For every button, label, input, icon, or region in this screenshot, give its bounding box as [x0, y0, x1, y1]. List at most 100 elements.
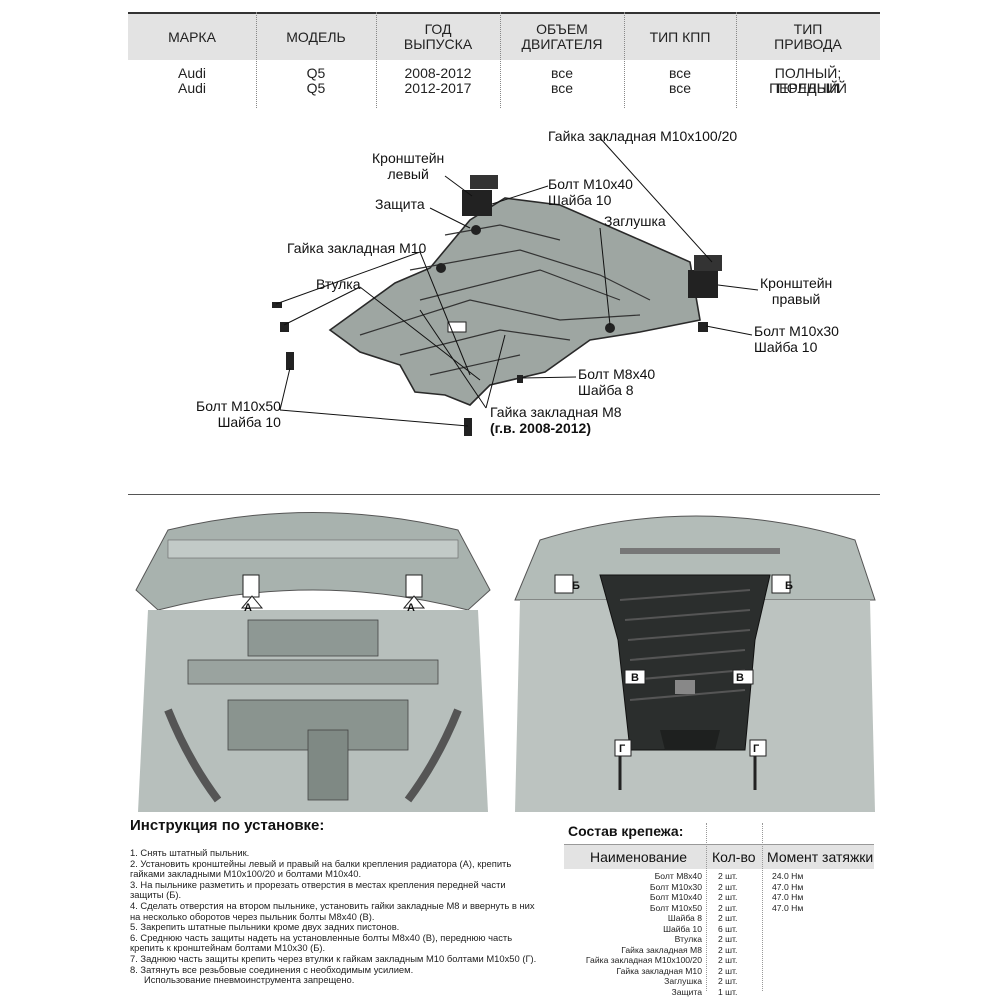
label-bolt-m10x50: Болт М10х50 Шайба 10	[196, 398, 281, 430]
fastener-qty: 2 шт.	[718, 944, 738, 955]
fastener-qty: 6 шт.	[718, 923, 738, 934]
row2-year: 2012-2017	[404, 80, 472, 96]
fastener-name: Гайка закладная М8	[621, 944, 702, 955]
fastener-parts-drawing	[272, 225, 708, 436]
row1-make: Audi	[177, 65, 207, 81]
fastener-torque: 24.0 Нм	[772, 871, 804, 881]
label-line: левый	[387, 166, 429, 182]
bracket-right-drawing	[688, 255, 722, 298]
header-engine: ОБЪЕМ ДВИГАТЕЛЯ	[521, 21, 603, 52]
fastener-name: Болт М10х40	[649, 892, 702, 902]
fastener-qty: 2 шт.	[718, 881, 738, 892]
instructions-list: 1. Снять штатный пыльник. 2. Установить …	[130, 847, 560, 986]
fasteners-header: Наименование Кол-во Момент затяжки	[564, 844, 874, 869]
label-bracket-right: Кронштейн правый	[760, 275, 832, 307]
instruction-line: 5. Закрепить штатные пыльники кроме двух…	[130, 921, 400, 933]
fastener-qty: 2 шт.	[718, 871, 738, 881]
label-bolt-m10x30: Болт М10х30 Шайба 10	[754, 323, 839, 355]
cell-drive: ПОЛНЫЙ; ПЕРЕДНИЙ ПОЛНЫЙ	[736, 66, 880, 96]
row1-gearbox: все	[668, 65, 692, 81]
row2-gearbox: все	[668, 80, 692, 96]
label-line: Шайба 10	[754, 339, 818, 355]
label-nut-m10: Гайка закладная М10	[287, 240, 427, 256]
photo-installation-guard	[510, 500, 880, 812]
fastener-torque: 47.0 Нм	[772, 892, 804, 902]
column-separator	[256, 12, 257, 108]
instruction-line: 4. Сделать отверстия на втором пыльнике,…	[130, 899, 535, 911]
label-bolt-m8x40: Болт М8х40 Шайба 8	[578, 366, 655, 398]
photo-installation-brackets	[128, 500, 498, 812]
fastener-name: Защита	[671, 986, 702, 997]
row2-model: Q5	[306, 80, 326, 96]
cell-engine: все все	[500, 66, 624, 96]
column-separator	[762, 823, 763, 991]
header-gearbox: ТИП КПП	[649, 28, 711, 45]
instruction-line: 8. Затянуть все резьбовые соединения с н…	[130, 963, 414, 975]
fastener-name: Втулка	[674, 934, 702, 944]
instruction-line: 1. Снять штатный пыльник.	[130, 847, 250, 858]
fastener-qty: 2 шт.	[718, 976, 738, 986]
label-line: Болт М10х50	[196, 398, 281, 414]
header-model: МОДЕЛЬ	[286, 28, 346, 45]
header-name: Наименование	[590, 849, 688, 865]
column-separator	[376, 12, 377, 108]
fastener-qty: 2 шт.	[718, 955, 738, 965]
instruction-line: крепить к кронштейнам болтами М10х30 (Б)…	[130, 942, 326, 954]
fastener-qty: 2 шт.	[718, 902, 738, 913]
instructions-title: Инструкция по установке:	[130, 817, 325, 834]
row2-engine: все	[550, 80, 574, 96]
marker-b-left: Б	[572, 580, 580, 592]
label-line: Болт М10х30	[754, 323, 839, 339]
fastener-torque: 47.0 Нм	[772, 902, 804, 913]
label-plug: Заглушка	[604, 213, 666, 229]
fastener-name: Гайка закладная М10х100/20	[585, 955, 702, 965]
fastener-name: Болт М8х40	[654, 871, 702, 881]
marker-v-right: В	[736, 672, 744, 684]
fastener-name: Шайба 10	[663, 923, 702, 934]
header-make: МАРКА	[168, 28, 216, 45]
marker-a-right: А	[407, 602, 415, 614]
fastener-qty: 2 шт.	[718, 934, 738, 944]
label-bushing: Втулка	[316, 276, 361, 292]
row2-make: Audi	[177, 80, 207, 96]
fastener-name: Болт М10х30	[649, 881, 702, 892]
spec-table-header: МАРКА МОДЕЛЬ ГОД ВЫПУСКА ОБЪЕМ ДВИГАТЕЛЯ…	[128, 12, 880, 60]
column-separator	[736, 12, 737, 108]
leader-lines	[275, 137, 759, 427]
column-separator	[706, 823, 707, 991]
marker-a-left: А	[244, 602, 252, 614]
marker-v-left: В	[631, 672, 639, 684]
fastener-name: Шайба 8	[667, 913, 702, 923]
header-torque: Момент затяжки	[767, 849, 874, 865]
label-nut-m10x100: Гайка закладная М10х100/20	[548, 128, 738, 144]
row1-engine: все	[550, 65, 574, 81]
row1-year: 2008-2012	[404, 65, 472, 81]
fasteners-names: Болт М8х40 Болт М10х30 Болт М10х40 Болт …	[564, 871, 702, 997]
header-year: ГОД ВЫПУСКА	[403, 21, 473, 52]
fasteners-title: Состав крепежа:	[568, 823, 684, 839]
fastener-qty: 2 шт.	[718, 892, 738, 902]
instruction-line: 7. Заднюю часть защиты крепить через вту…	[130, 952, 537, 964]
column-separator	[624, 12, 625, 108]
fastener-name: Заглушка	[664, 976, 702, 986]
label-line: Болт М8х40	[578, 366, 656, 382]
marker-b-right: Б	[785, 580, 793, 592]
marker-g-left: Г	[619, 743, 626, 755]
instruction-line: гайками закладными М10х100/20 и болтами …	[130, 868, 362, 880]
cell-gearbox: все все	[624, 66, 736, 96]
fastener-qty: 2 шт.	[718, 913, 738, 923]
fastener-qty: 2 шт.	[718, 965, 738, 976]
section-divider	[128, 494, 880, 495]
fasteners-qty: 2 шт. 2 шт. 2 шт. 2 шт. 2 шт. 6 шт. 2 шт…	[718, 871, 737, 997]
cell-make: Audi Audi	[128, 66, 256, 96]
header-qty: Кол-во	[712, 849, 756, 865]
label-bracket-left: Кронштейн левый	[372, 150, 444, 182]
fastener-name: Болт М10х50	[649, 902, 702, 913]
label-line: Кронштейн	[372, 150, 445, 166]
label-line: Шайба 8	[578, 382, 634, 398]
label-guard: Защита	[375, 196, 425, 212]
marker-g-right: Г	[753, 743, 760, 755]
cell-model: Q5 Q5	[256, 66, 376, 96]
label-nut-m8: Гайка закладная М8	[490, 404, 622, 420]
label-line: Болт М10х40	[548, 176, 633, 192]
